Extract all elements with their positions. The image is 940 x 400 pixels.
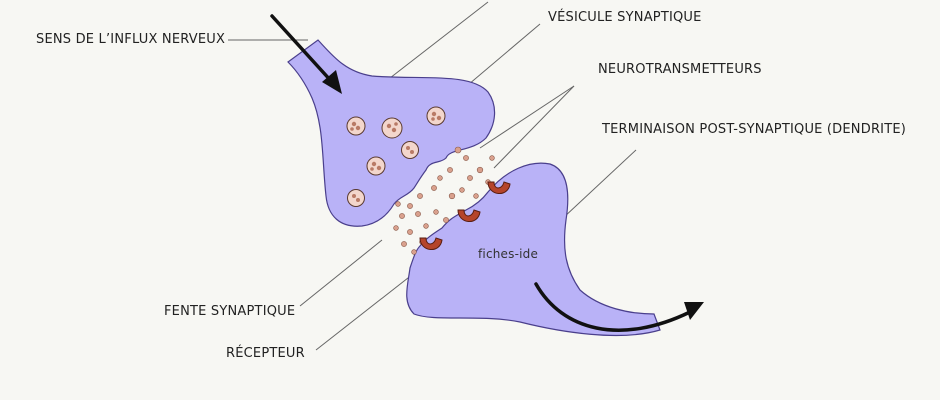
label-sens-influx: SENS DE L’INFLUX NERVEUX — [36, 32, 226, 47]
receptor — [419, 237, 443, 250]
postsynaptic-terminal — [406, 162, 661, 337]
vesicle — [366, 156, 386, 176]
vesicle — [346, 116, 366, 136]
vesicle — [381, 117, 403, 139]
label-recepteur: RÉCEPTEUR — [226, 346, 305, 361]
synaptic-vesicles — [346, 106, 446, 207]
receptor — [487, 181, 511, 194]
outflow-arrow — [534, 282, 704, 332]
leader-line-fente — [299, 239, 383, 307]
label-vesicule-synaptique: VÉSICULE SYNAPTIQUE — [548, 10, 702, 25]
watermark-text: fiches-ide — [478, 247, 539, 261]
leader-line-neuro-2 — [493, 85, 575, 169]
vesicle — [426, 106, 446, 126]
leader-line-neuro-1 — [479, 85, 575, 149]
vesicle — [401, 141, 419, 159]
label-terminaison-post-synaptique: TERMINAISON POST-SYNAPTIQUE (DENDRITE) — [602, 122, 907, 137]
vesicle — [347, 189, 365, 207]
influx-arrow — [270, 14, 342, 94]
receptors — [419, 181, 511, 250]
receptor — [457, 209, 481, 222]
label-fente-synaptique: FENTE SYNAPTIQUE — [164, 304, 296, 319]
label-neurotransmetteurs: NEUROTRANSMETTEURS — [598, 62, 762, 77]
